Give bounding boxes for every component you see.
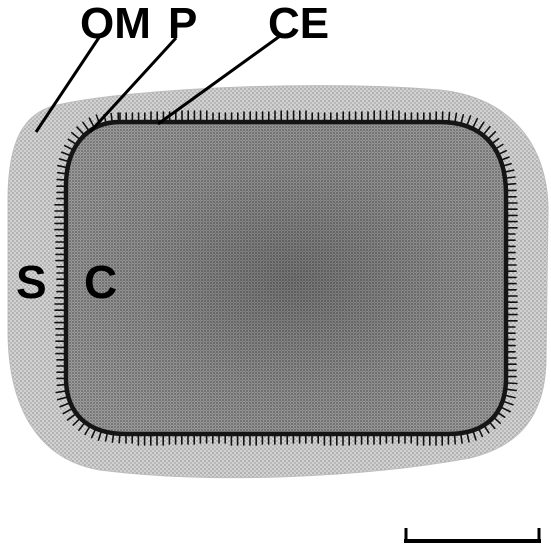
membrane-bristle [461, 435, 462, 443]
membrane-bristle [508, 184, 516, 185]
label-p: P [168, 0, 197, 48]
label-ce: CE [268, 0, 329, 48]
label-om: OM [80, 0, 151, 48]
membrane-bristle [58, 173, 65, 174]
label-s: S [16, 256, 47, 308]
membrane-bristle [57, 385, 64, 386]
membrane-bristle [112, 435, 113, 442]
membrane-bristle [111, 114, 112, 121]
membrane-bristle [507, 177, 515, 178]
membrane-bristle [449, 112, 450, 120]
label-c: C [84, 256, 117, 308]
core-shading [66, 122, 506, 434]
membrane-bristle [119, 436, 120, 443]
membrane-bristle [455, 436, 456, 444]
membrane-bristle [57, 179, 64, 180]
membrane-bristle [508, 383, 517, 384]
scale-bar [404, 528, 541, 543]
